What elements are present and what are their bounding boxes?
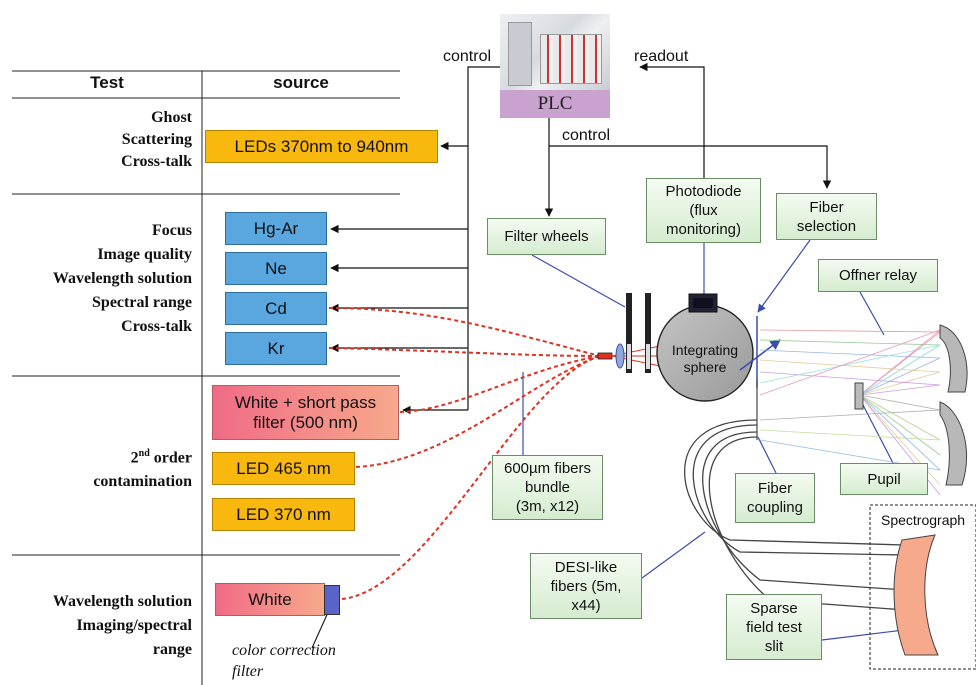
test-wavelength-solution: Wavelength solution <box>52 270 192 287</box>
leader-desi <box>641 531 706 579</box>
test-wavelength-solution-2: Wavelength solution <box>52 593 192 610</box>
test-group-2nd-order: 2nd order contamination <box>10 442 192 494</box>
integrating-sphere-label: Integrating sphere <box>671 342 739 375</box>
pupil-mirror <box>854 382 864 410</box>
color-filter-label: color correction filter <box>232 642 336 680</box>
lens <box>615 343 625 369</box>
source-hg-ar: Hg-Ar <box>225 212 327 245</box>
test-group-wavelength: Wavelength solution Imaging/spectral ran… <box>10 590 192 662</box>
filter-wheel-2 <box>645 293 651 373</box>
test-spectral-range: Spectral range <box>92 294 192 311</box>
test-group-focus: Focus Image quality Wavelength solution … <box>10 219 192 339</box>
source-led-370: LED 370 nm <box>212 498 355 531</box>
source-leds-370-940: LEDs 370nm to 940nm <box>205 130 438 163</box>
test-image-quality: Image quality <box>97 246 192 263</box>
fiber-led-465 <box>355 355 601 468</box>
leader-fiber-selection <box>757 239 811 313</box>
leader-offner <box>859 291 885 336</box>
bundle-connector <box>597 352 613 360</box>
plc-control-bus <box>467 66 500 410</box>
plc-label: PLC <box>500 90 610 118</box>
test-range: range <box>152 641 192 658</box>
test-scattering: Scattering <box>121 131 192 148</box>
fiber-white-sp <box>399 355 601 413</box>
source-kr: Kr <box>225 332 327 365</box>
color-correction-filter <box>324 585 340 615</box>
test-group-ghost: Ghost Scattering Cross-talk <box>10 107 192 173</box>
test-focus: Focus <box>152 222 192 239</box>
leader-filter-wheels <box>531 254 626 308</box>
control-to-fiber-selection <box>549 145 832 189</box>
readout-line <box>639 62 705 178</box>
desi-fiber-bundle <box>684 419 906 611</box>
source-white-short-pass: White + short pass filter (500 nm) <box>212 385 399 440</box>
header-test: Test <box>90 73 124 92</box>
source-ne: Ne <box>225 252 327 285</box>
test-cross-talk-2: Cross-talk <box>121 318 192 335</box>
white-sp-line2: filter (500 nm) <box>253 412 358 432</box>
leader-slit <box>821 629 905 641</box>
test-ghost: Ghost <box>151 109 192 126</box>
desi-fibers-box: DESI-like fibers (5m, x44) <box>530 553 642 619</box>
spectrograph-label: Spectrograph <box>881 512 966 528</box>
fibers-bundle-box: 600µm fibers bundle (3m, x12) <box>492 455 603 520</box>
test-2nd-order: 2nd order <box>130 448 192 467</box>
source-led-465: LED 465 nm <box>212 452 355 485</box>
leader-fiber-coupling <box>757 436 777 474</box>
test-cross-talk: Cross-talk <box>121 153 192 170</box>
fiber-cd <box>328 307 601 357</box>
offner-relay-box: Offner relay <box>818 259 938 292</box>
readout-label: readout <box>634 48 689 65</box>
sparse-slit <box>893 534 939 656</box>
offner-tertiary-mirror <box>939 401 968 486</box>
fiber-kr <box>328 347 601 357</box>
offner-primary-mirror <box>939 324 968 393</box>
fiber-selection-box: Fiber selection <box>776 193 877 240</box>
test-imaging-spectral: Imaging/spectral <box>76 617 192 634</box>
spectrograph-frame <box>869 504 976 670</box>
leader-pupil <box>862 404 894 464</box>
control-label-mid: control <box>562 127 611 144</box>
white-sp-line1: White + short pass <box>234 392 377 412</box>
plc-device-image <box>500 14 610 90</box>
header-source: source <box>273 73 329 92</box>
offner-rays <box>759 329 942 496</box>
source-cd: Cd <box>225 292 327 325</box>
sparse-slit-box: Sparse field test slit <box>726 594 822 660</box>
control-label-left: control <box>443 48 492 65</box>
fiber-white <box>341 355 601 600</box>
fiber-coupling-box: Fiber coupling <box>735 473 815 523</box>
test-contamination: contamination <box>93 473 192 491</box>
photodiode-box: Photodiode (flux monitoring) <box>646 178 761 243</box>
source-fibers <box>328 307 601 600</box>
source-white: White <box>215 583 325 616</box>
pupil-box: Pupil <box>840 463 928 495</box>
filter-wheels-box: Filter wheels <box>487 218 606 255</box>
filter-wheel-1 <box>626 293 632 373</box>
